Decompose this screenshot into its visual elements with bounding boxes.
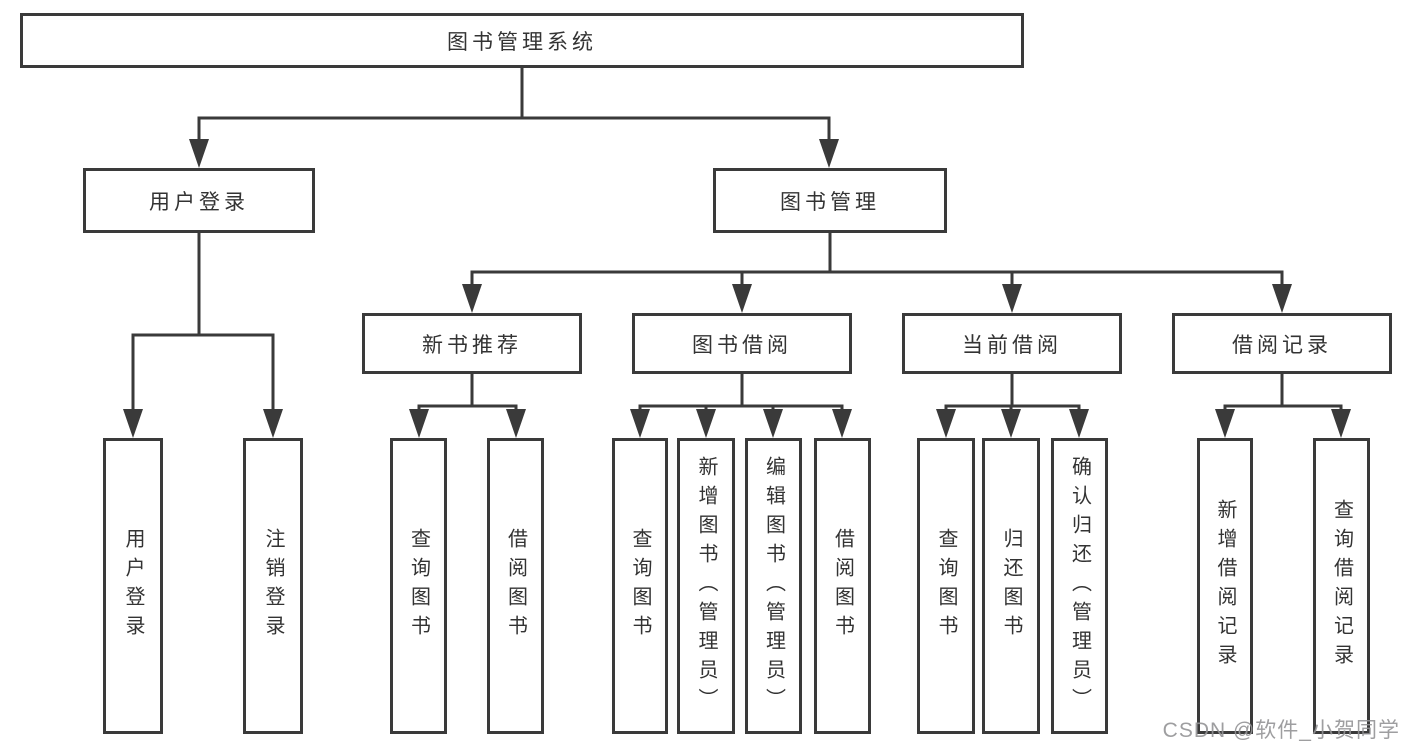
leaf-borrow-books-recommend: 借阅图书 xyxy=(487,438,544,734)
leaf-logout: 注销登录 xyxy=(243,438,303,734)
node-user-login: 用户登录 xyxy=(83,168,315,233)
leaf-query-books-current: 查询图书 xyxy=(917,438,975,734)
node-root-system: 图书管理系统 xyxy=(20,13,1024,68)
leaf-return-books: 归还图书 xyxy=(982,438,1040,734)
leaf-borrow-books: 借阅图书 xyxy=(814,438,871,734)
leaf-user-login: 用户登录 xyxy=(103,438,163,734)
leaf-confirm-return-admin: 确认归还（管理员） xyxy=(1051,438,1108,734)
node-book-management: 图书管理 xyxy=(713,168,947,233)
node-current-borrowing: 当前借阅 xyxy=(902,313,1122,374)
leaf-add-book-admin: 新增图书（管理员） xyxy=(677,438,735,734)
node-new-book-recommend: 新书推荐 xyxy=(362,313,582,374)
csdn-watermark: CSDN @软件_小贺同学 xyxy=(1162,719,1400,742)
leaf-edit-book-admin: 编辑图书（管理员） xyxy=(745,438,802,734)
node-book-borrowing: 图书借阅 xyxy=(632,313,852,374)
leaf-query-books-recommend: 查询图书 xyxy=(390,438,447,734)
node-borrow-records: 借阅记录 xyxy=(1172,313,1392,374)
leaf-add-borrow-record: 新增借阅记录 xyxy=(1197,438,1253,734)
leaf-query-books-borrow: 查询图书 xyxy=(612,438,668,734)
arrowheads xyxy=(123,139,1351,438)
leaf-query-borrow-record: 查询借阅记录 xyxy=(1313,438,1370,734)
